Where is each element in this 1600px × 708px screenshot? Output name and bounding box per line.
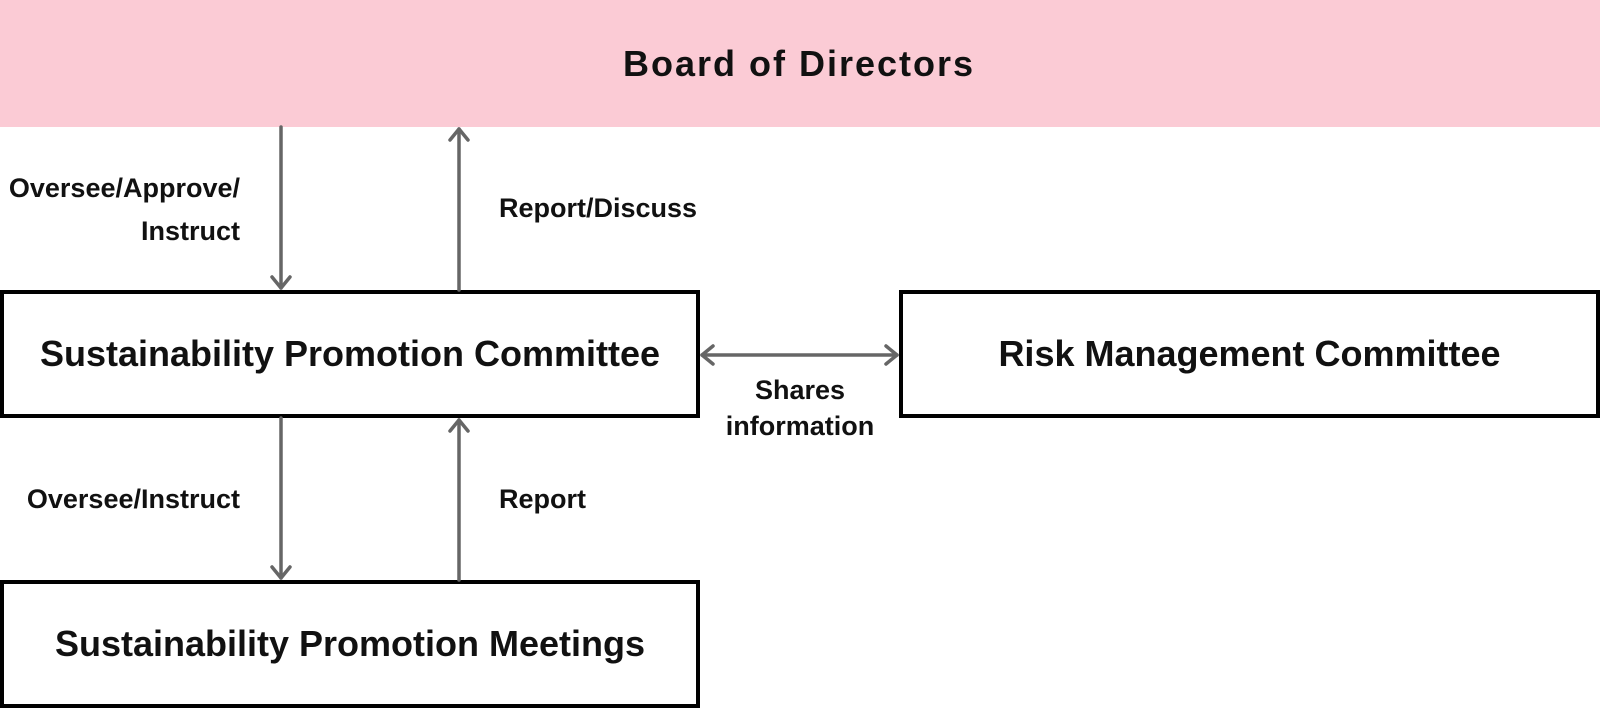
risk-management-committee-node: Risk Management Committee	[899, 290, 1600, 418]
sustainability-promotion-committee-node: Sustainability Promotion Committee	[0, 290, 700, 418]
board-of-directors-node: Board of Directors	[0, 0, 1600, 127]
label-shares-information: Shares information	[700, 372, 900, 444]
sustainability-promotion-committee-title: Sustainability Promotion Committee	[39, 333, 661, 374]
label-report-discuss: Report/Discuss	[499, 193, 698, 223]
risk-management-committee-title: Risk Management Committee	[998, 333, 1501, 374]
arrow-committee-to-meetings	[270, 416, 292, 580]
arrow-committee-risk-bidirectional	[700, 344, 899, 366]
arrow-committee-to-board	[448, 127, 470, 292]
label-report: Report	[499, 484, 586, 514]
sustainability-promotion-meetings-node: Sustainability Promotion Meetings	[0, 580, 700, 708]
label-oversee-approve-instruct: Oversee/Approve/ Instruct	[9, 167, 240, 253]
label-oversee-approve-line1: Oversee/Approve/	[8, 173, 240, 203]
sustainability-promotion-meetings-title: Sustainability Promotion Meetings	[54, 623, 646, 664]
label-oversee-instruct: Oversee/Instruct	[26, 484, 240, 514]
label-shares-line1: Shares	[754, 375, 846, 405]
arrow-meetings-to-committee	[448, 418, 470, 582]
board-of-directors-title: Board of Directors	[622, 42, 976, 84]
label-instruct-line2: Instruct	[140, 216, 240, 246]
label-information-line2: information	[725, 411, 875, 441]
arrow-board-to-committee	[270, 125, 292, 290]
